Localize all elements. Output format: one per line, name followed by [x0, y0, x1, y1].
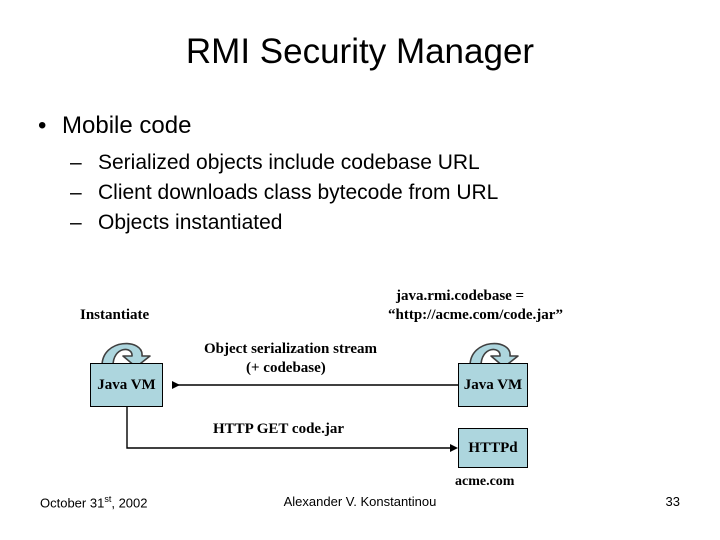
bullet-text: Serialized objects include codebase URL	[98, 151, 480, 174]
bullet-marker-dot: •	[38, 112, 47, 139]
bullet-list: • Mobile code – Serialized objects inclu…	[32, 110, 672, 238]
label-instantiate: Instantiate	[80, 307, 150, 323]
instantiate-loop-arrow-icon	[469, 342, 519, 368]
bullet-marker-dash: –	[70, 181, 82, 204]
label-codebase-value: “http://acme.com/code.jar”	[388, 307, 563, 323]
bullet-item-level2: – Objects instantiated	[32, 208, 672, 238]
bullet-marker-dash: –	[70, 211, 82, 234]
label-http-get: HTTP GET code.jar	[213, 421, 344, 437]
slide-footer: October 31st, 2002 Alexander V. Konstant…	[0, 494, 720, 516]
label-serialization-codebase: (+ codebase)	[246, 360, 326, 376]
page-title: RMI Security Manager	[185, 32, 535, 71]
footer-date-year: , 2002	[111, 495, 148, 511]
instantiate-loop-arrow-icon	[101, 342, 151, 368]
bullet-item-level2: – Serialized objects include codebase UR…	[32, 148, 672, 178]
footer-date-main: October 31	[40, 495, 105, 511]
bullet-item-level2: – Client downloads class bytecode from U…	[32, 178, 672, 208]
label-serialization-stream: Object serialization stream	[204, 341, 378, 357]
footer-date-ordinal: st	[104, 494, 112, 504]
bullet-item-level1: • Mobile code	[32, 110, 672, 142]
bullet-text: Client downloads class bytecode from URL	[98, 181, 499, 204]
bullet-text: Objects instantiated	[98, 211, 283, 234]
node-client-java-vm: Java VM	[90, 363, 163, 407]
footer-date: October 31st, 2002	[40, 494, 148, 510]
label-acme-host: acme.com	[455, 474, 515, 489]
bullet-text: Mobile code	[62, 112, 192, 139]
node-httpd-server: HTTPd	[458, 428, 528, 468]
footer-page-number: 33	[665, 494, 680, 509]
label-codebase-property: java.rmi.codebase =	[396, 288, 525, 304]
node-server-java-vm: Java VM	[458, 363, 528, 407]
bullet-marker-dash: –	[70, 151, 82, 174]
footer-author: Alexander V. Konstantinou	[283, 494, 437, 509]
